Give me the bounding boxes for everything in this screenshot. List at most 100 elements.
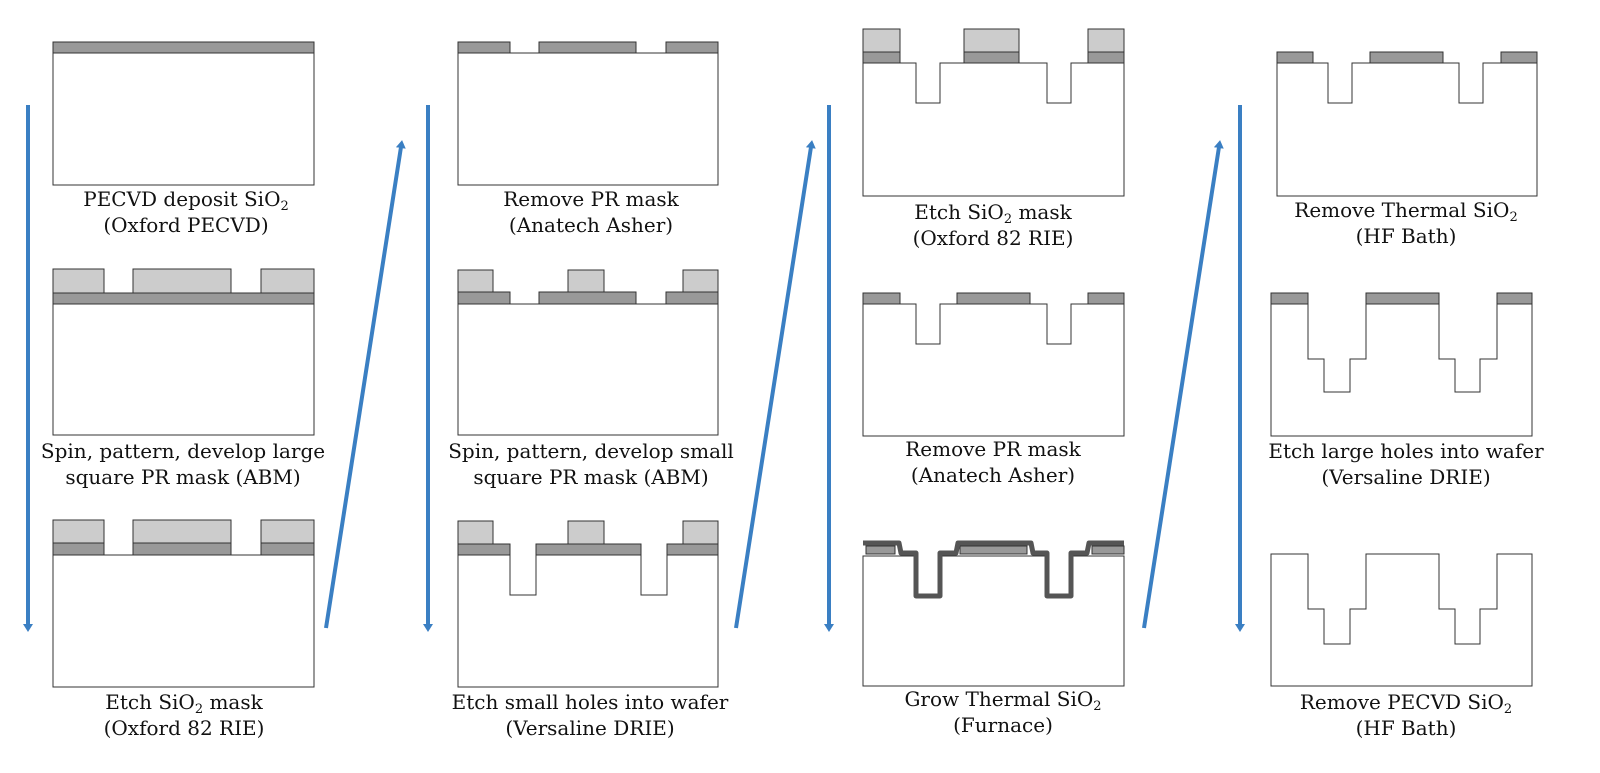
wafer	[1276, 62, 1538, 197]
wafer	[862, 303, 1125, 437]
cross-section-step-12	[1270, 553, 1533, 687]
photoresist-block	[682, 520, 719, 545]
caption-step-11: Etch large holes into wafer (Versaline D…	[1246, 438, 1566, 490]
caption-tool: (Versaline DRIE)	[505, 716, 675, 740]
pecvd-oxide-layer	[963, 51, 1020, 64]
cross-section-step-6	[457, 520, 719, 688]
wafer	[457, 554, 719, 688]
flow-arrow	[734, 140, 816, 629]
pecvd-oxide-layer	[665, 41, 719, 54]
pecvd-oxide-layer	[52, 292, 315, 305]
pecvd-oxide-layer	[535, 543, 642, 556]
cross-section-step-4	[457, 41, 719, 186]
photoresist-block	[457, 269, 494, 293]
pecvd-oxide-layer	[52, 542, 105, 556]
caption-line: Etch small holes into wafer	[451, 690, 729, 714]
caption-line: Remove PR mask	[503, 187, 679, 211]
pecvd-oxide-layer	[1496, 292, 1533, 305]
cross-section-step-10	[1276, 51, 1538, 197]
pecvd-oxide-layer	[457, 41, 511, 54]
subscript: 2	[194, 702, 204, 717]
caption-step-5: Spin, pattern, develop small square PR m…	[431, 438, 751, 490]
wafer	[457, 52, 719, 186]
photoresist-block	[132, 519, 232, 544]
subscript: 2	[280, 199, 289, 214]
cross-section-step-8	[862, 292, 1125, 437]
pecvd-oxide-layer	[1087, 51, 1125, 64]
subscript: 2	[1503, 702, 1513, 717]
caption-step-3: Etch SiO2 mask (Oxford 82 RIE)	[24, 689, 344, 741]
photoresist-block	[260, 268, 315, 294]
caption-step-2: Spin, pattern, develop large square PR m…	[23, 438, 343, 490]
pecvd-oxide-layer	[862, 51, 901, 64]
caption-step-7: Etch SiO2 mask (Oxford 82 RIE)	[833, 199, 1153, 251]
wafer	[1270, 303, 1533, 437]
photoresist-block	[567, 269, 605, 293]
cross-section-step-2	[52, 268, 315, 436]
pecvd-oxide-layer	[1091, 545, 1125, 555]
caption-tool: (Anatech Asher)	[910, 463, 1076, 487]
caption-tool: square PR mask (ABM)	[65, 465, 301, 489]
photoresist-block	[457, 520, 494, 545]
wafer	[862, 62, 1125, 197]
cross-section-step-7	[862, 28, 1125, 197]
pecvd-oxide-layer	[260, 542, 315, 556]
cross-section-step-11	[1270, 292, 1533, 437]
pecvd-oxide-layer	[1270, 292, 1309, 305]
pecvd-oxide-layer	[1087, 292, 1125, 305]
subscript: 2	[1003, 212, 1013, 227]
caption-line: Remove PECVD SiO	[1299, 690, 1504, 714]
process-panels	[52, 28, 1538, 688]
pecvd-oxide-layer	[956, 292, 1031, 305]
subscript: 2	[1509, 210, 1518, 225]
flow-arrows	[23, 105, 1245, 632]
caption-step-12: Remove PECVD SiO2 (HF Bath)	[1246, 689, 1566, 741]
pecvd-oxide-layer	[666, 543, 719, 556]
photoresist-block	[260, 519, 315, 544]
pecvd-oxide-layer	[865, 545, 896, 555]
photoresist-block	[682, 269, 719, 293]
caption-line: Grow Thermal SiO	[904, 687, 1094, 711]
pecvd-oxide-layer	[1500, 51, 1538, 64]
caption-step-8: Remove PR mask (Anatech Asher)	[833, 436, 1153, 488]
caption-tool: (HF Bath)	[1355, 224, 1457, 248]
wafer	[52, 554, 315, 688]
caption-line: Etch large holes into wafer	[1268, 439, 1544, 463]
flow-arrow	[324, 140, 406, 629]
pecvd-oxide-layer	[665, 291, 719, 305]
caption-line: Remove Thermal SiO	[1294, 198, 1510, 222]
photoresist-block	[132, 268, 232, 294]
caption-tool: (Oxford 82 RIE)	[103, 716, 265, 740]
caption-tool: square PR mask (ABM)	[473, 465, 709, 489]
caption-line: PECVD deposit SiO	[83, 187, 281, 211]
cross-section-step-9	[862, 540, 1125, 687]
wafer	[1270, 553, 1533, 687]
pecvd-oxide-layer	[538, 41, 637, 54]
caption-line: Etch SiO	[105, 690, 195, 714]
cross-section-step-1	[52, 41, 315, 186]
photoresist-block	[52, 268, 105, 294]
wafer	[52, 52, 315, 186]
photoresist-block	[963, 28, 1020, 53]
caption-line-end: mask	[203, 690, 263, 714]
pecvd-oxide-layer	[132, 542, 232, 556]
pecvd-oxide-layer	[52, 41, 315, 54]
photoresist-block	[52, 519, 105, 544]
pecvd-oxide-layer	[1276, 51, 1314, 64]
wafer	[457, 303, 719, 436]
caption-tool: (HF Bath)	[1355, 716, 1457, 740]
pecvd-oxide-layer	[862, 292, 901, 305]
pecvd-oxide-layer	[538, 291, 637, 305]
caption-tool: (Anatech Asher)	[508, 213, 674, 237]
caption-tool: (Furnace)	[953, 713, 1053, 737]
flow-arrow	[1142, 140, 1224, 629]
caption-line-end: mask	[1012, 200, 1072, 224]
photoresist-block	[567, 520, 605, 545]
cross-section-step-3	[52, 519, 315, 688]
caption-tool: (Oxford 82 RIE)	[912, 226, 1074, 250]
photoresist-block	[862, 28, 901, 53]
caption-line: Etch SiO	[914, 200, 1004, 224]
caption-step-9: Grow Thermal SiO2 (Furnace)	[843, 686, 1163, 738]
pecvd-oxide-layer	[457, 543, 511, 556]
